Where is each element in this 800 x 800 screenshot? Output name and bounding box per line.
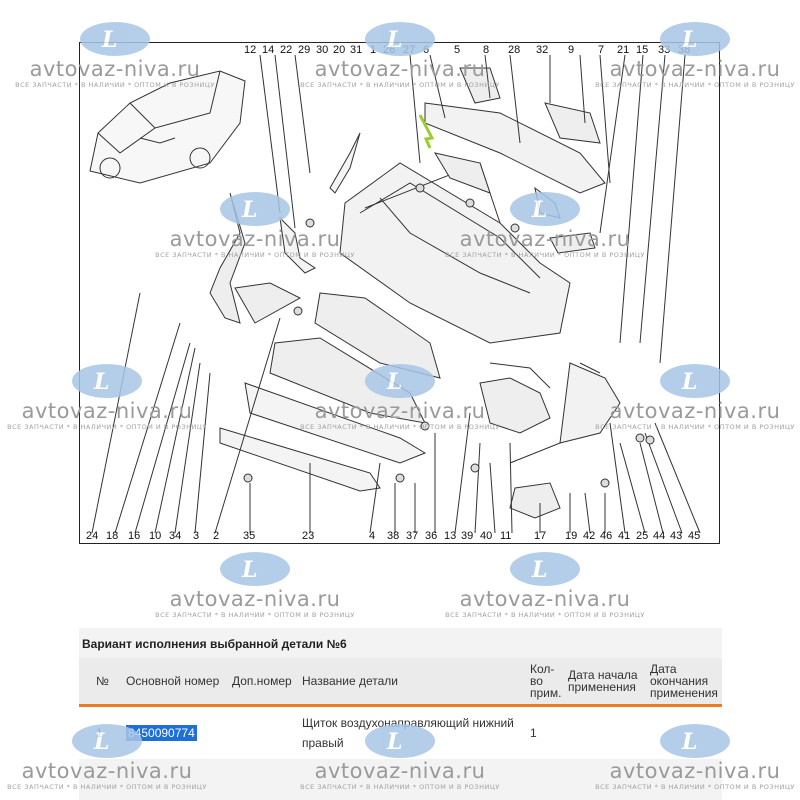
callout-number[interactable]: 11: [500, 530, 512, 542]
callout-number[interactable]: 1: [370, 44, 377, 56]
callout-number[interactable]: 31: [350, 44, 363, 56]
callout-number[interactable]: 13: [444, 530, 457, 542]
callout-number[interactable]: 8: [483, 44, 490, 56]
callout-number[interactable]: 4: [369, 530, 376, 542]
callout-number[interactable]: 41: [618, 530, 631, 542]
callout-number[interactable]: 38: [387, 530, 400, 542]
callout-number[interactable]: 27: [403, 44, 416, 56]
callout-number[interactable]: 19: [565, 530, 578, 542]
callout-number[interactable]: 32: [536, 44, 549, 56]
main-number-link[interactable]: 8450090774: [126, 725, 197, 741]
col-date-start[interactable]: Дата начала применения: [565, 658, 647, 707]
callout-number[interactable]: 33: [658, 44, 671, 56]
col-main-number[interactable]: Основной номер: [123, 658, 229, 707]
parts-table: № Основной номер Доп.номер Название дета…: [79, 658, 722, 759]
variant-title: Вариант исполнения выбранной детали №6: [82, 637, 347, 651]
callout-number[interactable]: 26: [383, 44, 396, 56]
col-part-name[interactable]: Название детали: [299, 658, 527, 707]
brand-logo-icon: L: [220, 552, 290, 586]
cell-no: 1: [79, 705, 123, 759]
callout-number[interactable]: 18: [106, 530, 119, 542]
cell-date-end: [647, 705, 722, 759]
cell-extra-number: [229, 705, 299, 759]
callout-number[interactable]: 5: [454, 44, 461, 56]
callout-number[interactable]: 12: [244, 44, 257, 56]
callout-number[interactable]: 29: [298, 44, 311, 56]
callout-number[interactable]: 34: [169, 530, 182, 542]
callout-number[interactable]: 37: [406, 530, 419, 542]
watermark-tagline: ВСЕ ЗАПЧАСТИ * В НАЛИЧИИ * ОПТОМ И В РОЗ…: [445, 611, 645, 619]
callout-number[interactable]: 2: [213, 530, 220, 542]
cell-part-name: Щиток воздухонаправляющий нижний правый: [299, 705, 527, 759]
callout-number[interactable]: 46: [600, 530, 613, 542]
callout-number[interactable]: 10: [149, 530, 162, 542]
watermark-tagline: ВСЕ ЗАПЧАСТИ * В НАЛИЧИИ * ОПТОМ И В РОЗ…: [155, 611, 355, 619]
table-row[interactable]: 1 8450090774 Щиток воздухонаправляющий н…: [79, 705, 722, 759]
callout-number[interactable]: 3: [193, 530, 200, 542]
watermark-site: avtovaz-niva.ru: [169, 587, 341, 611]
callout-number[interactable]: 22: [280, 44, 293, 56]
callout-number[interactable]: 45: [688, 530, 701, 542]
col-extra-number[interactable]: Доп.номер: [229, 658, 299, 707]
callout-number[interactable]: 44: [653, 530, 666, 542]
callout-number[interactable]: 25: [636, 530, 649, 542]
callout-number[interactable]: 28: [508, 44, 521, 56]
callout-number[interactable]: 16: [128, 530, 141, 542]
cell-qty: 1: [527, 705, 565, 759]
col-no[interactable]: №: [79, 658, 123, 707]
watermark: L avtovaz-niva.ru ВСЕ ЗАПЧАСТИ * В НАЛИЧ…: [150, 552, 360, 619]
col-date-end[interactable]: Дата окончания применения: [647, 658, 722, 707]
callout-number[interactable]: 9: [568, 44, 575, 56]
callout-number[interactable]: 38: [678, 44, 691, 56]
callout-number[interactable]: 23: [302, 530, 315, 542]
callout-number[interactable]: 6: [423, 44, 430, 56]
callout-number[interactable]: 15: [636, 44, 649, 56]
watermark-site: avtovaz-niva.ru: [459, 587, 631, 611]
callout-number[interactable]: 14: [262, 44, 275, 56]
callout-number[interactable]: 36: [425, 530, 438, 542]
variant-panel: Вариант исполнения выбранной детали №6 №…: [79, 628, 722, 800]
parts-diagram: 12 14 22 29 30 20 31 1 26 27 6 5 8 28 32…: [79, 42, 720, 544]
col-qty[interactable]: Кол-во прим.: [527, 658, 565, 707]
brand-logo-icon: L: [510, 552, 580, 586]
selected-part-arrow: [418, 114, 435, 149]
callout-number[interactable]: 30: [316, 44, 329, 56]
watermark: L avtovaz-niva.ru ВСЕ ЗАПЧАСТИ * В НАЛИЧ…: [440, 552, 650, 619]
cell-date-start: [565, 705, 647, 759]
callout-number[interactable]: 24: [86, 530, 99, 542]
callout-number[interactable]: 17: [534, 530, 547, 542]
callout-number[interactable]: 20: [333, 44, 346, 56]
callout-number[interactable]: 35: [243, 530, 256, 542]
exploded-view-drawing: [89, 54, 701, 534]
callout-number[interactable]: 7: [598, 44, 605, 56]
cell-main-number[interactable]: 8450090774: [123, 705, 229, 759]
callout-number[interactable]: 42: [583, 530, 596, 542]
table-header-row: № Основной номер Доп.номер Название дета…: [79, 658, 722, 707]
callout-number[interactable]: 21: [617, 44, 630, 56]
callout-number[interactable]: 40: [480, 530, 493, 542]
callout-number[interactable]: 39: [461, 530, 474, 542]
callout-number[interactable]: 43: [670, 530, 683, 542]
